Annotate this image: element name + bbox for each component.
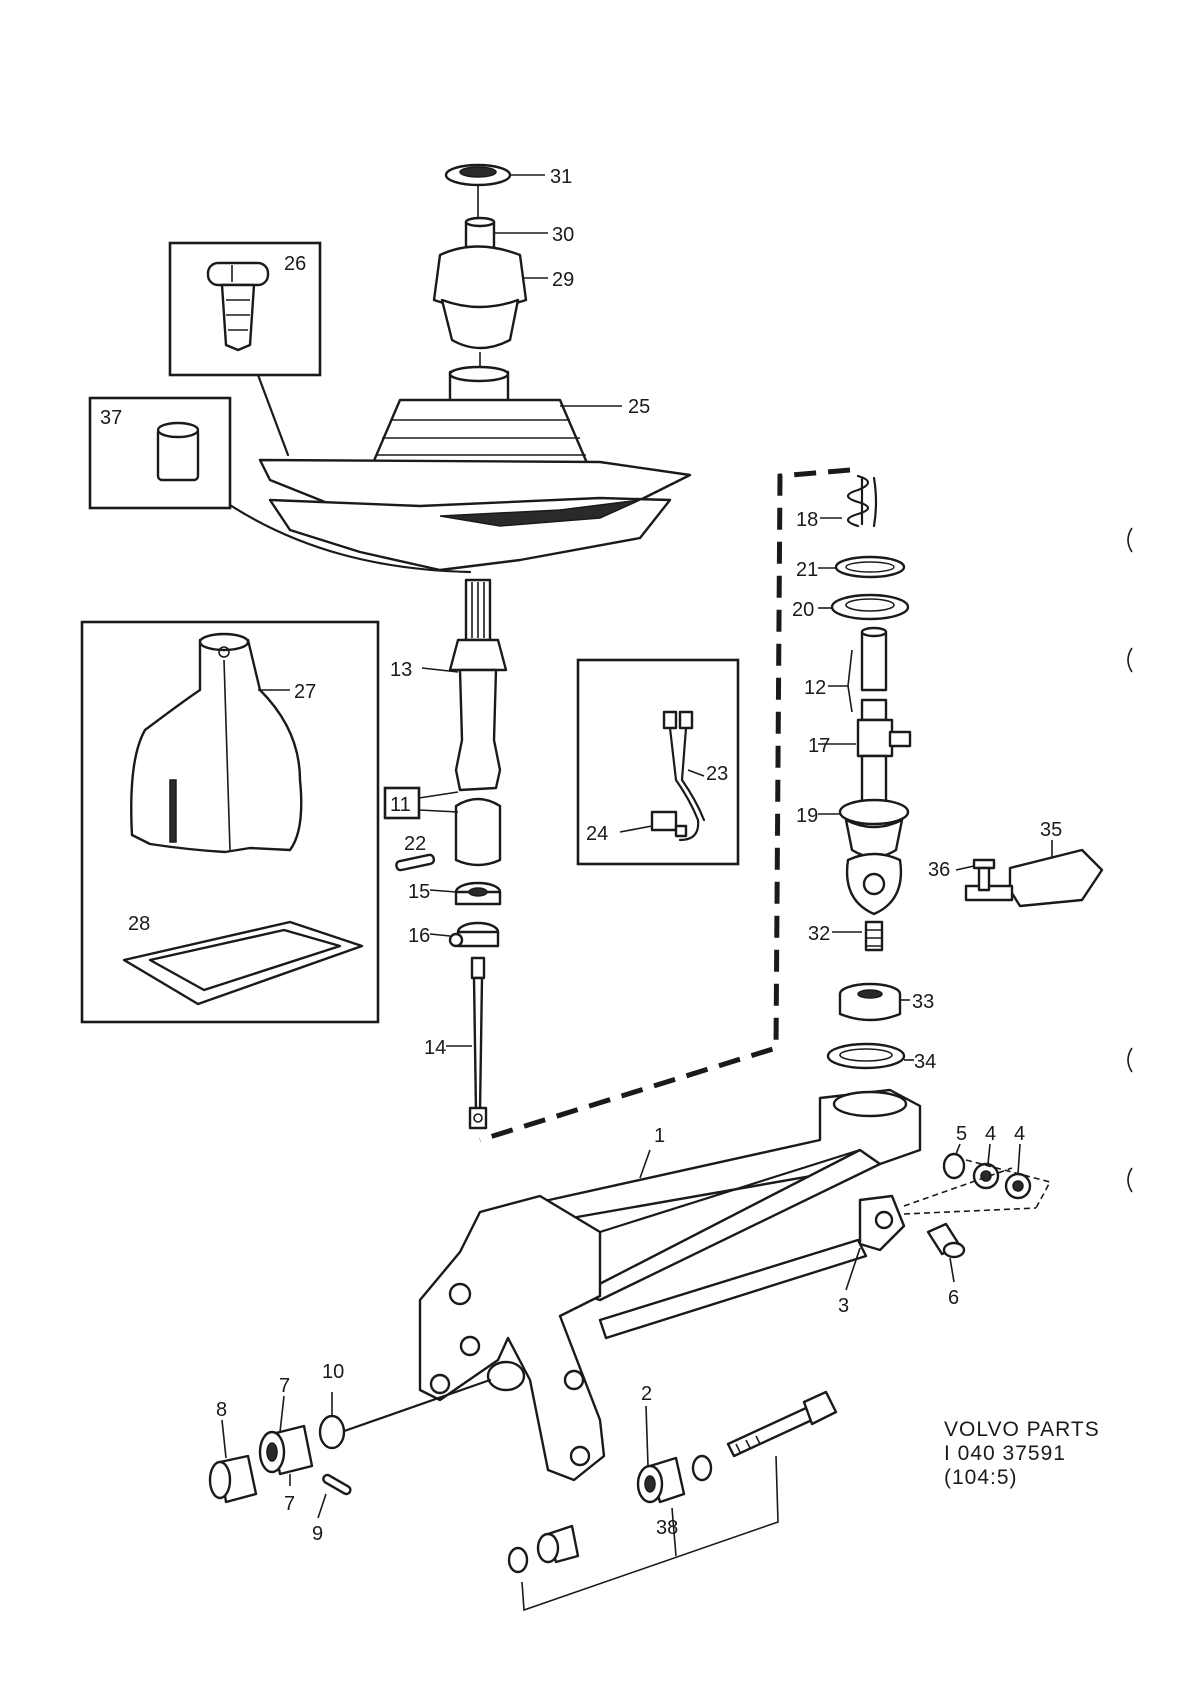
pin-part-22 (395, 853, 436, 872)
caption-line-1: VOLVO PARTS (944, 1418, 1100, 1441)
callout-5: 5 (956, 1123, 967, 1145)
bolt-part-36 (972, 858, 996, 892)
callout-4b: 4 (1014, 1123, 1025, 1145)
bushing-part-7 (258, 1424, 314, 1476)
inset-box-11 (383, 786, 421, 820)
callout-1: 1 (654, 1125, 665, 1147)
wiring-part-23-24 (650, 710, 706, 842)
ring-part-15 (454, 881, 502, 906)
spring-part-18 (846, 474, 878, 528)
bracket-part-35 (964, 848, 1104, 908)
callout-10: 10 (322, 1361, 344, 1383)
callout-17: 17 (808, 735, 830, 757)
callout-36: 36 (928, 859, 950, 881)
callout-31: 31 (550, 166, 572, 188)
gear-boot-part-25 (258, 365, 692, 572)
pointer-line-26 (256, 373, 290, 457)
callout-33: 33 (912, 991, 934, 1013)
callout-25: 25 (628, 396, 650, 418)
callout-15: 15 (408, 881, 430, 903)
clip-part-26 (206, 261, 270, 352)
selector-part-17 (856, 718, 912, 758)
spacer-part-38b (536, 1524, 580, 1564)
dashed-assembly-outline (479, 467, 851, 1143)
gasket-part-34 (826, 1042, 906, 1070)
callout-3: 3 (838, 1295, 849, 1317)
callout-14: 14 (424, 1037, 446, 1059)
caption-line-2: I 040 37591 (944, 1442, 1066, 1465)
callout-18: 18 (796, 509, 818, 531)
callout-38: 38 (656, 1517, 678, 1539)
washer-part-20 (830, 593, 910, 621)
callout-27: 27 (294, 681, 316, 703)
callout-13: 13 (390, 659, 412, 681)
bushing-part-4a (972, 1162, 1000, 1190)
callout-11: 11 (390, 794, 411, 816)
callout-26: 26 (284, 253, 306, 275)
collar-part-16 (448, 921, 500, 948)
inset-box-27-28 (80, 620, 380, 1024)
nut-part-33 (838, 982, 902, 1022)
shift-shaft-part-19 (838, 754, 910, 916)
bushing-part-4b (1004, 1172, 1032, 1200)
callout-24: 24 (586, 823, 608, 845)
gaiter-part-27 (130, 632, 303, 854)
callout-2: 2 (641, 1383, 652, 1405)
frame-part-28 (122, 920, 364, 1006)
callout-7b: 7 (284, 1493, 295, 1515)
sleeve-part-8 (208, 1454, 258, 1504)
housing-part-1 (418, 1088, 922, 1482)
gear-lever-part-13 (448, 578, 508, 792)
callout-23: 23 (706, 763, 728, 785)
callout-8: 8 (216, 1399, 227, 1421)
pin-part-9 (322, 1473, 352, 1496)
callout-34: 34 (914, 1051, 936, 1073)
screw-part-32 (864, 920, 884, 952)
callout-30: 30 (552, 224, 574, 246)
rubber-bush-part-2 (636, 1456, 686, 1504)
bushing-dashed-outline (903, 1159, 1052, 1215)
callout-20: 20 (792, 599, 814, 621)
callout-9: 9 (312, 1523, 323, 1545)
callout-35: 35 (1040, 819, 1062, 841)
callout-29: 29 (552, 269, 574, 291)
ball-joint-part (328, 1360, 526, 1438)
callout-22: 22 (404, 833, 426, 855)
caption-line-3: (104:5) (944, 1466, 1018, 1489)
callout-32: 32 (808, 923, 830, 945)
pin-part-6 (926, 1222, 966, 1259)
inset-box-26 (168, 241, 322, 377)
rod-part-3 (598, 1194, 906, 1340)
bolt-part-38 (726, 1390, 838, 1458)
o-ring-part-10 (318, 1414, 346, 1450)
callout-19: 19 (796, 805, 818, 827)
inset-box-23-24 (576, 658, 740, 866)
callout-4a: 4 (985, 1123, 996, 1145)
callout-12: 12 (804, 677, 826, 699)
callout-28: 28 (128, 913, 150, 935)
callout-21: 21 (796, 559, 818, 581)
bush-part-12 (860, 626, 888, 722)
callout-7a: 7 (279, 1375, 290, 1397)
o-ring-part-5 (942, 1152, 966, 1180)
knob-part-29 (432, 245, 528, 372)
bushing-part-11 (418, 791, 502, 867)
scan-mark (1127, 527, 1133, 1193)
inset-box-37 (88, 396, 232, 510)
washer-part-38c (507, 1546, 529, 1574)
washer-part-38a (691, 1454, 713, 1482)
callout-37: 37 (100, 407, 122, 429)
bush-part-37 (156, 421, 200, 482)
insert-part-30 (464, 216, 496, 250)
bracket-line-38 (521, 1455, 779, 1612)
strap-part-14 (468, 956, 488, 1130)
circlip-part-21 (834, 555, 906, 579)
leader-lines (221, 174, 1053, 1519)
callout-6: 6 (948, 1287, 959, 1309)
callout-16: 16 (408, 925, 430, 947)
